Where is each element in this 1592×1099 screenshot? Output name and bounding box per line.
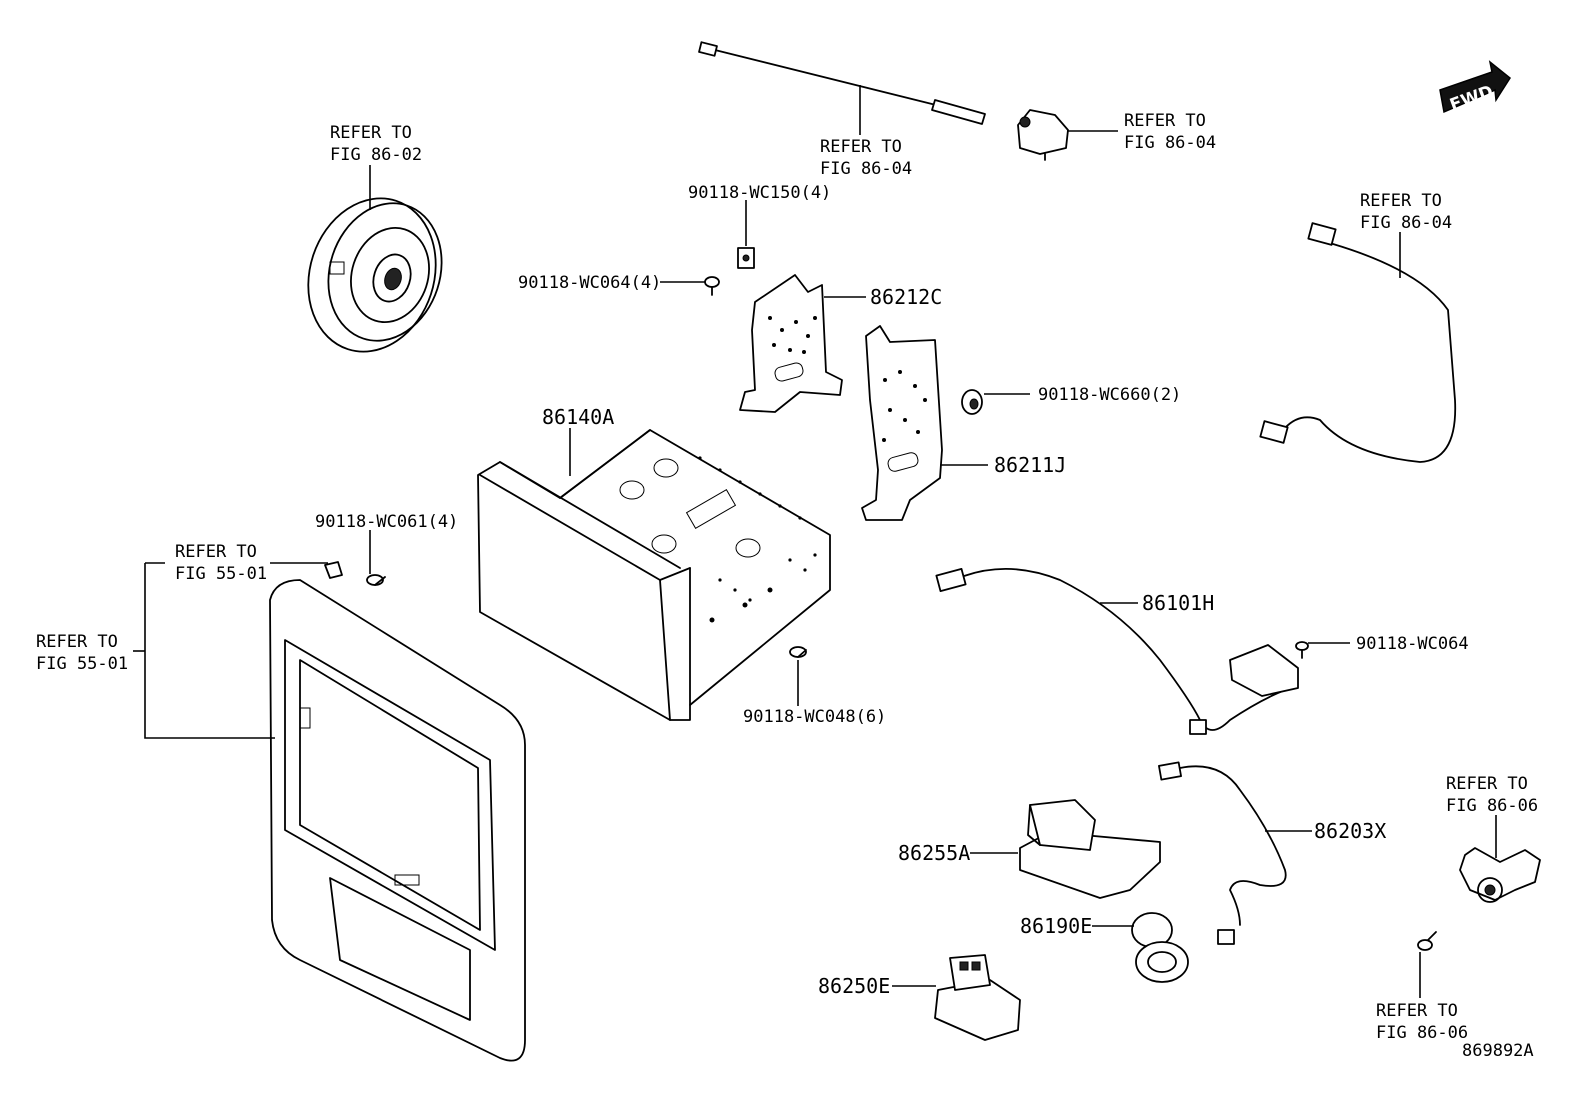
refer-antenna-rod-line1: REFER TO (820, 137, 902, 157)
antenna-cable-part (1259, 222, 1457, 463)
refer-cable-right-line2: FIG 86-04 (1360, 213, 1452, 233)
module-86250e-part (934, 954, 1021, 1041)
part-wc660-label: 90118-WC660(2) (1038, 385, 1181, 405)
diagram-id: 869892A (1462, 1041, 1534, 1061)
head-unit-part (477, 429, 831, 721)
refer-antenna-base-line1: REFER TO (1124, 111, 1206, 131)
antenna-rod-part (698, 41, 986, 125)
speaker-part (307, 197, 443, 353)
camera-screw-part (1417, 931, 1437, 951)
refer-camera-top-line2: FIG 86-06 (1446, 796, 1538, 816)
part-86203x-label: 86203X (1314, 819, 1386, 843)
refer-panel-top-line1: REFER TO (175, 542, 257, 562)
clip-wc150-part (737, 247, 755, 269)
bracket-86212c-part (739, 274, 843, 413)
part-86190e-label: 86190E (1020, 914, 1092, 938)
bracket-86211j-part (861, 325, 943, 521)
screw-wc660-part (961, 389, 983, 415)
part-86140a-label: 86140A (542, 405, 614, 429)
part-wc064-4-label: 90118-WC064(4) (518, 273, 661, 293)
part-86255a-label: 86255A (898, 841, 970, 865)
refer-cable-right-line1: REFER TO (1360, 191, 1442, 211)
screw-wc061-part (366, 574, 386, 586)
switch-86255a-part (1019, 799, 1161, 899)
refer-camera-top-line1: REFER TO (1446, 774, 1528, 794)
part-86211j-label: 86211J (994, 453, 1066, 477)
part-wc064-label: 90118-WC064 (1356, 634, 1469, 654)
fwd-arrow-icon: FWD (1439, 60, 1511, 116)
part-wc048-label: 90118-WC048(6) (743, 707, 886, 727)
socket-86190e-part (1131, 912, 1189, 983)
refer-panel-left-line2: FIG 55-01 (36, 654, 128, 674)
camera-part (1459, 847, 1541, 903)
refer-speaker-line2: FIG 86-02 (330, 145, 422, 165)
dash-panel-part (269, 579, 526, 1062)
part-wc061-label: 90118-WC061(4) (315, 512, 458, 532)
cable-86203x-part (1158, 761, 1287, 945)
refer-panel-top-line2: FIG 55-01 (175, 564, 267, 584)
antenna-base-part (1017, 109, 1069, 161)
refer-camera-bottom-line1: REFER TO (1376, 1001, 1458, 1021)
part-86212c-label: 86212C (870, 285, 942, 309)
cable-86101h-part (935, 567, 1299, 735)
part-86250e-label: 86250E (818, 974, 890, 998)
refer-panel-left-line1: REFER TO (36, 632, 118, 652)
refer-speaker-line1: REFER TO (330, 123, 412, 143)
panel-clip-part (324, 561, 343, 579)
screw-wc064-part (1295, 641, 1309, 659)
refer-antenna-rod-line2: FIG 86-04 (820, 159, 912, 179)
refer-camera-bottom-line2: FIG 86-06 (1376, 1023, 1468, 1043)
screw-wc048-part (789, 646, 807, 658)
part-86101h-label: 86101H (1142, 591, 1214, 615)
screw-wc064-4-part (704, 276, 720, 296)
part-wc150-label: 90118-WC150(4) (688, 183, 831, 203)
refer-antenna-base-line2: FIG 86-04 (1124, 133, 1216, 153)
